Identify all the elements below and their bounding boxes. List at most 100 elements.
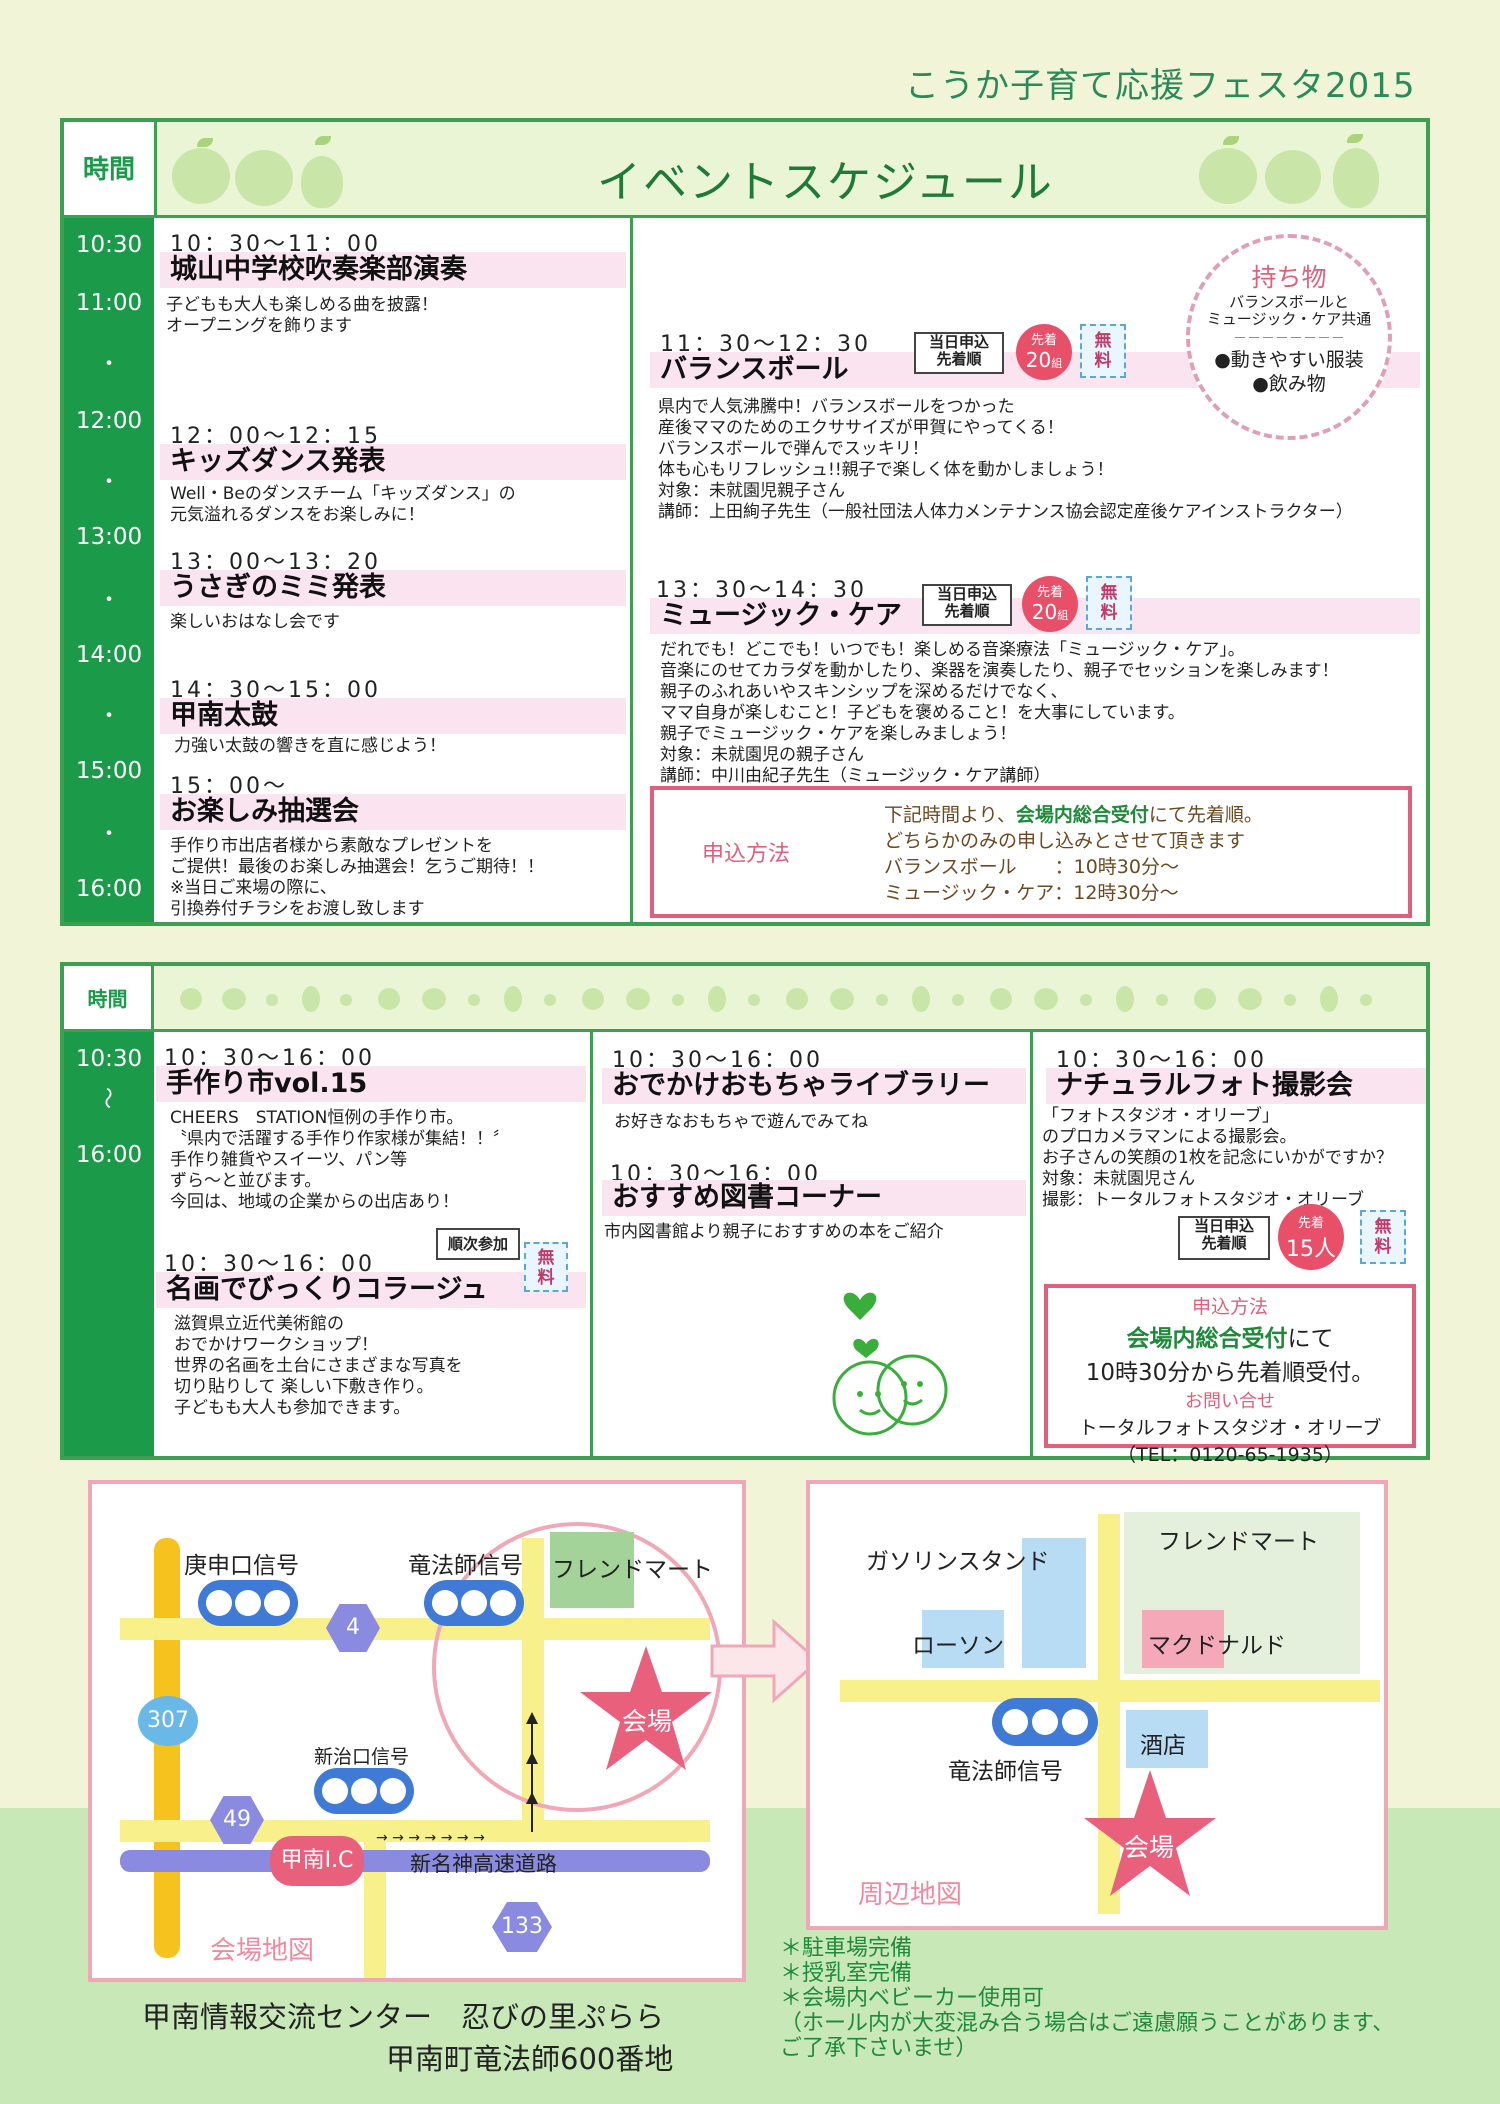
free-stamp: 無 料 bbox=[524, 1242, 568, 1292]
heart-icon bbox=[853, 1338, 879, 1358]
notes: ＊駐車場完備 ＊授乳室完備 ＊会場内ベビーカー使用可 （ホール内が大変混み合う場… bbox=[780, 1936, 1394, 2061]
peach-icon bbox=[235, 150, 293, 206]
belongings-items: ●動きやすい服装 ●飲み物 bbox=[1214, 349, 1364, 395]
schedule-frame-2: 時間 10:30 ～ 16:00 10：30～16：00 手作り市vol.15 … bbox=[60, 962, 1430, 1466]
road bbox=[120, 1820, 710, 1842]
capacity-unit: 組 bbox=[1057, 609, 1069, 622]
venue-label: 会場 bbox=[622, 1707, 673, 1736]
apple-icon bbox=[180, 988, 202, 1010]
venue-map: フレンドマート 庚申口信号 竜法師信号 新治口信号 4 307 49 133 甲… bbox=[88, 1480, 746, 1982]
leaf-icon bbox=[1347, 134, 1363, 143]
time-from: 10:30 bbox=[75, 1046, 143, 1072]
apply-line1-em: 会場内総合受付 bbox=[1015, 804, 1149, 826]
leaf-icon bbox=[1223, 136, 1239, 145]
apply-label: 申込方法 bbox=[702, 842, 791, 867]
time-dot: ・ bbox=[97, 822, 120, 847]
friend-mart-label: フレンドマート bbox=[552, 1557, 713, 1583]
arrow-icon bbox=[710, 1618, 821, 1704]
photo-apply-em: 会場内総合受付 bbox=[1126, 1326, 1288, 1352]
event-desc: だれでも！どこでも！いつでも！楽しめる音楽療法「ミュージック・ケア」。 音楽にの… bbox=[660, 640, 1339, 786]
event-title: 手作り市vol.15 bbox=[156, 1066, 586, 1102]
time-header-label: 時間 bbox=[64, 122, 157, 218]
capacity-value: 20組 bbox=[1022, 600, 1078, 624]
apple-icon bbox=[1194, 988, 1216, 1010]
time-column: 10:30 ～ 16:00 bbox=[64, 1032, 154, 1456]
route-49-icon: 49 bbox=[210, 1796, 264, 1844]
venue-map-label: 会場地図 bbox=[210, 1936, 315, 1966]
capacity-value: 20組 bbox=[1016, 348, 1072, 372]
event-desc: 楽しいおはなし会です bbox=[170, 612, 340, 632]
ryuhoshi-signal-label: 竜法師信号 bbox=[408, 1553, 523, 1579]
time-1030: 10:30 bbox=[75, 232, 143, 258]
event-desc: Well・Beのダンスチーム「キッズダンス」の 元気溢れるダンスをお楽しみに！ bbox=[170, 484, 516, 525]
event-title: うさぎのミミ発表 bbox=[160, 570, 626, 606]
pear-icon bbox=[302, 986, 320, 1012]
apple-icon bbox=[172, 148, 230, 204]
belongings-title: 持ち物 bbox=[1251, 263, 1327, 292]
time-to: 16:00 bbox=[75, 1142, 143, 1168]
apply-line3: バランスボール ：10時30分～ bbox=[884, 856, 1179, 878]
event-desc: 「フォトスタジオ・オリーブ」 のプロカメラマンによる撮影会。 お子さんの笑顔の1… bbox=[1042, 1106, 1393, 1210]
first-come-badge: 先着 15人 bbox=[1278, 1204, 1344, 1270]
event-desc: 滋賀県立近代美術館の おでかけワークショップ！ 世界の名画を土台にさまざまな写真… bbox=[174, 1314, 463, 1418]
note-item: （ホール内が大変混み合う場合はご遠慮願うことがあります、 ご了承下さいませ） bbox=[780, 2011, 1395, 2061]
apple-icon bbox=[1199, 148, 1257, 204]
pear-icon bbox=[301, 156, 343, 208]
photo-contact-tel: （TEL：0120-65-1935） bbox=[1117, 1444, 1343, 1466]
heart-icon bbox=[843, 1292, 877, 1320]
area-map: ガソリンスタンド フレンドマート ローソン マクドナルド 酒店 竜法師信号 会場… bbox=[806, 1480, 1388, 1930]
ryuhoshi-signal-label: 竜法師信号 bbox=[948, 1759, 1063, 1785]
belongings-circle: 持ち物 バランスボールと ミュージック・ケア共通 －－－－－－－－ ●動きやすい… bbox=[1186, 234, 1392, 440]
sameday-badge: 当日申込 先着順 bbox=[922, 584, 1012, 626]
route-307-icon: 307 bbox=[138, 1696, 198, 1746]
schedule2-header bbox=[154, 966, 1426, 1032]
peach-icon bbox=[1238, 988, 1262, 1010]
peach-icon bbox=[422, 988, 446, 1010]
gas-station-building bbox=[1022, 1538, 1086, 1668]
leaf-icon bbox=[197, 138, 213, 147]
time-dot: ・ bbox=[97, 588, 120, 613]
time-1100: 11:00 bbox=[75, 290, 143, 316]
smiley-face-left bbox=[832, 1360, 908, 1436]
dot-icon bbox=[1360, 994, 1372, 1006]
liquor-store-building bbox=[1126, 1710, 1208, 1768]
apple-icon bbox=[582, 988, 604, 1010]
traffic-signal-icon bbox=[992, 1698, 1098, 1746]
apply-line1-post: にて先着順。 bbox=[1148, 804, 1263, 826]
note-item: ＊駐車場完備 bbox=[780, 1936, 913, 1961]
svg-text:→ → → → → → →: → → → → → → → bbox=[376, 1830, 485, 1846]
event-desc: お好きなおもちゃで遊んでみてね bbox=[614, 1112, 869, 1132]
event-title: ナチュラルフォト撮影会 bbox=[1046, 1068, 1426, 1104]
event-desc: 県内で人気沸騰中！バランスボールをつかった 産後ママのためのエクササイズが甲賀に… bbox=[658, 397, 1353, 522]
pear-icon bbox=[1320, 986, 1338, 1012]
first-come-label: 先着 bbox=[1036, 585, 1063, 600]
venue-name: 甲南情報交流センター 忍びの里ぷらら bbox=[142, 2000, 665, 2034]
column-divider bbox=[1030, 1032, 1033, 1456]
konan-ic-label: 甲南I.C bbox=[270, 1836, 364, 1886]
free-stamp: 無 料 bbox=[1086, 576, 1132, 630]
peach-icon bbox=[626, 988, 650, 1010]
mcdonalds-label: マクドナルド bbox=[1148, 1633, 1286, 1659]
event-desc: 力強い太鼓の響きを直に感じよう！ bbox=[174, 736, 446, 756]
event-title: おでかけおもちゃライブラリー bbox=[602, 1068, 1026, 1104]
apply-line1: 下記時間より、会場内総合受付にて先着順。 bbox=[884, 800, 1263, 827]
expressway-label: 新名神高速道路 bbox=[410, 1852, 557, 1876]
first-come-badge: 先着 20組 bbox=[1022, 576, 1078, 632]
order-badge: 順次参加 bbox=[436, 1228, 520, 1260]
peach-icon bbox=[1265, 150, 1321, 204]
event-title: 城山中学校吹奏楽部演奏 bbox=[160, 252, 626, 288]
mcdonalds-building bbox=[1142, 1610, 1224, 1668]
apple-icon bbox=[378, 988, 400, 1010]
apply-line1-pre: 下記時間より、 bbox=[884, 804, 1016, 826]
pear-icon bbox=[912, 986, 930, 1012]
capacity-number: 20 bbox=[1031, 600, 1058, 624]
column-divider bbox=[590, 1032, 593, 1456]
smiley-faces-illustration bbox=[832, 1292, 948, 1436]
apple-icon bbox=[786, 988, 808, 1010]
dot-icon bbox=[952, 994, 964, 1006]
traffic-signal-icon bbox=[424, 1580, 524, 1626]
note-item: ＊会場内ベビーカー使用可 bbox=[780, 1986, 1045, 2011]
belongings-sub: バランスボールと ミュージック・ケア共通 bbox=[1206, 293, 1372, 328]
event-desc: CHEERS STATION恒例の手作り市。 〝県内で活躍する手作り作家様が集結… bbox=[170, 1108, 510, 1212]
friend-mart-building bbox=[550, 1532, 634, 1608]
